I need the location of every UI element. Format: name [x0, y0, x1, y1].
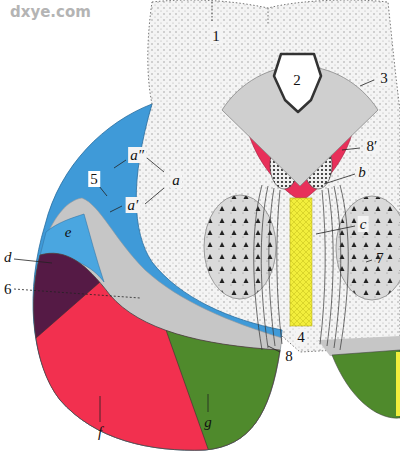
- yellow-edge: [396, 352, 400, 416]
- g-region: [166, 330, 300, 452]
- callout-number: 8: [283, 348, 295, 364]
- callout-letter: b: [356, 164, 368, 180]
- callout-number: 1: [210, 28, 222, 44]
- callout-number: 6: [2, 281, 14, 297]
- callout-number: 5: [88, 171, 100, 187]
- callout-number: 7: [374, 250, 386, 266]
- callout-letter: a′: [126, 197, 141, 213]
- callout-number: 3: [378, 70, 390, 86]
- callout-letter: a: [170, 172, 182, 188]
- dotted-border: [268, 8, 269, 24]
- callout-letter: d: [2, 249, 14, 265]
- g-region-right: [332, 350, 400, 418]
- callout-letter: g: [202, 414, 214, 430]
- red-nucleus: [204, 195, 276, 299]
- callout-letter: a″: [128, 147, 146, 163]
- raphe: [290, 198, 312, 326]
- callout-letter: e: [63, 224, 74, 240]
- callout-letter: f: [96, 424, 104, 440]
- callout-letter: c: [358, 216, 369, 232]
- callout-number: 8′: [365, 138, 380, 154]
- watermark: dxye.com: [8, 4, 93, 20]
- callout-number: 2: [291, 72, 303, 88]
- callout-number: 4: [295, 329, 307, 345]
- leader-lines: [14, 2, 374, 422]
- aqueduct: [274, 54, 321, 112]
- nerve-fibres: [254, 185, 349, 350]
- central-grey: [222, 66, 378, 186]
